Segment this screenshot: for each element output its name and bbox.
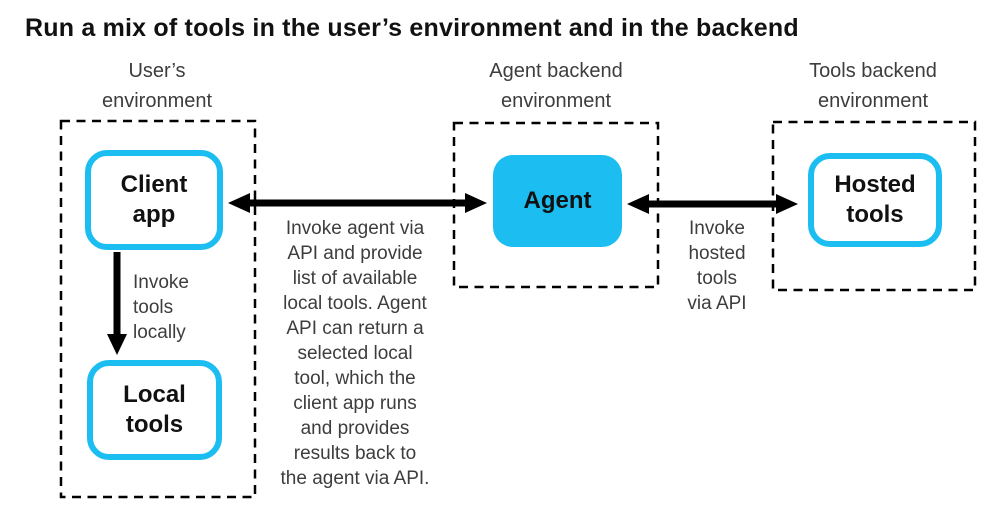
client-agent-arrow xyxy=(228,193,487,213)
client-local-tools-arrow xyxy=(107,252,127,355)
local-tools-label: Local tools xyxy=(123,381,186,438)
invoke-tools-locally-caption: Invoke tools locally xyxy=(133,272,189,343)
agent-backend-environment-label: Agent backend environment xyxy=(489,60,623,112)
tools-backend-environment-label: Tools backend environment xyxy=(809,60,937,112)
agent-hosted-tools-arrow xyxy=(627,194,798,214)
client-app-label: Client app xyxy=(120,171,188,228)
diagram-title: Run a mix of tools in the user’s environ… xyxy=(25,14,799,42)
hosted-tools-node: Hosted tools xyxy=(808,153,942,247)
users-environment-border xyxy=(59,119,257,499)
local-tools-node: Local tools xyxy=(87,360,222,460)
invoke-agent-via-api-caption: Invoke agent via API and provide list of… xyxy=(280,218,430,489)
invoke-hosted-tools-caption: Invoke hosted tools via API xyxy=(687,218,747,314)
hosted-tools-label: Hosted tools xyxy=(834,171,916,228)
client-app-node: Client app xyxy=(85,150,223,250)
agent-node: Agent xyxy=(493,155,622,247)
agent-label: Agent xyxy=(523,187,592,214)
user-environment-label: User’s environment xyxy=(101,60,213,112)
